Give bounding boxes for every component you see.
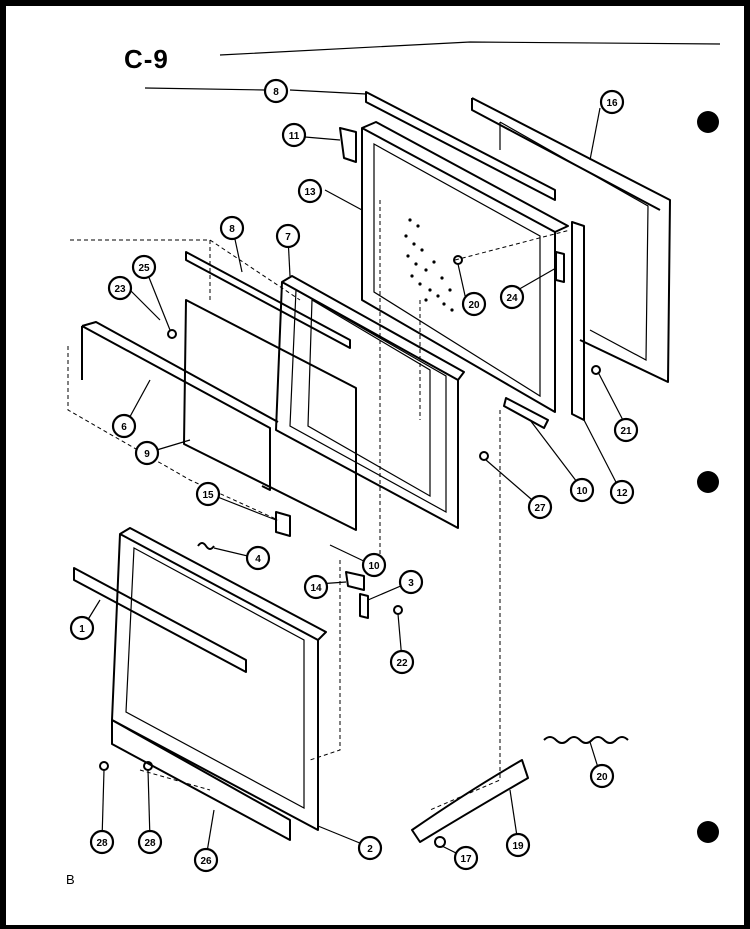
svg-text:24: 24 <box>506 293 518 304</box>
part-19-hinge-arm <box>411 759 529 843</box>
svg-text:20: 20 <box>596 772 608 783</box>
svg-text:10: 10 <box>576 486 588 497</box>
part-21-screw <box>591 365 601 375</box>
assembly-guide-lines <box>67 200 571 811</box>
callout-26: 26 <box>193 847 219 873</box>
part-8-mid-strip <box>185 251 351 349</box>
part-10-strip <box>503 397 549 429</box>
svg-text:1: 1 <box>79 624 85 635</box>
callout-1: 1 <box>69 615 95 641</box>
leader-line <box>144 87 266 91</box>
callout-17: 17 <box>453 845 479 871</box>
callout-13: 13 <box>297 178 323 204</box>
callout-6: 6 <box>111 413 137 439</box>
part-9-glass-pane <box>183 299 357 531</box>
svg-text:3: 3 <box>408 578 414 589</box>
part-11-bracket <box>339 127 357 163</box>
part-28-screw <box>99 761 109 771</box>
part-15-latch <box>275 511 291 537</box>
svg-text:25: 25 <box>138 263 150 274</box>
callout-9-left: 9 <box>134 440 160 466</box>
callout-7: 7 <box>275 223 301 249</box>
svg-text:15: 15 <box>202 490 214 501</box>
callout-8-top: 8 <box>263 78 289 104</box>
svg-text:20: 20 <box>468 300 480 311</box>
svg-text:17: 17 <box>460 854 472 865</box>
callout-22: 22 <box>389 649 415 675</box>
svg-text:4: 4 <box>255 554 261 565</box>
svg-text:28: 28 <box>144 838 156 849</box>
scan-artifact-line <box>219 41 721 56</box>
svg-text:28: 28 <box>96 838 108 849</box>
part-22-screw <box>393 605 403 615</box>
part-14-bracket <box>345 571 365 591</box>
svg-text:12: 12 <box>616 488 628 499</box>
callout-27: 27 <box>527 494 553 520</box>
part-20-spring <box>543 736 629 744</box>
svg-text:8: 8 <box>273 87 279 98</box>
page-letter: B <box>66 872 75 887</box>
callout-10-right: 10 <box>569 477 595 503</box>
part-8-top-trim <box>289 89 556 201</box>
registration-dot <box>697 471 719 493</box>
callout-20-spring: 20 <box>589 763 615 789</box>
callout-8-mid: 8 <box>219 215 245 241</box>
callout-28-a: 28 <box>89 829 115 855</box>
part-6-front-trim <box>81 321 279 491</box>
part-3-clip <box>359 593 369 619</box>
part-7-middle-frame <box>275 275 465 529</box>
callout-28-b: 28 <box>137 829 163 855</box>
svg-text:19: 19 <box>512 841 524 852</box>
part-13-window-panel <box>361 121 569 413</box>
diagram-code: C-9 <box>124 44 169 74</box>
part-12-channel <box>571 221 585 421</box>
callout-12: 12 <box>609 479 635 505</box>
svg-text:26: 26 <box>200 856 212 867</box>
part-25-screw <box>167 329 177 339</box>
callout-20-top: 20 <box>461 291 487 317</box>
part-26-bottom-strip <box>111 719 291 841</box>
part-24-slot <box>555 251 565 283</box>
registration-dot <box>697 111 719 133</box>
svg-text:13: 13 <box>304 187 316 198</box>
svg-text:23: 23 <box>114 284 126 295</box>
part-4-spring <box>197 542 215 550</box>
callout-10-mid: 10 <box>361 552 387 578</box>
callout-16: 16 <box>599 89 625 115</box>
callout-19: 19 <box>505 832 531 858</box>
part-16-back-frame <box>471 97 671 383</box>
registration-dot <box>697 821 719 843</box>
svg-text:10: 10 <box>368 561 380 572</box>
svg-text:9: 9 <box>144 449 150 460</box>
svg-text:16: 16 <box>606 98 618 109</box>
callout-15: 15 <box>195 481 221 507</box>
callout-4: 4 <box>245 545 271 571</box>
svg-text:7: 7 <box>285 232 291 243</box>
callout-24: 24 <box>499 284 525 310</box>
perforation-pattern <box>404 218 454 312</box>
callout-14: 14 <box>303 574 329 600</box>
callout-3: 3 <box>398 569 424 595</box>
svg-text:22: 22 <box>396 658 408 669</box>
callouts: 8 16 11 13 8 7 20 24 23 25 6 9 21 10 12 … <box>69 78 639 873</box>
callout-21: 21 <box>613 417 639 443</box>
callout-23: 23 <box>107 275 133 301</box>
svg-text:2: 2 <box>367 844 373 855</box>
svg-text:14: 14 <box>310 583 322 594</box>
svg-text:8: 8 <box>229 224 235 235</box>
part-2-outer-door <box>73 527 327 831</box>
svg-text:11: 11 <box>289 131 300 142</box>
part-1-handle <box>73 567 247 673</box>
part-17-pin <box>434 836 446 848</box>
svg-text:6: 6 <box>121 422 127 433</box>
part-27-screw <box>479 451 489 461</box>
svg-text:21: 21 <box>620 426 632 437</box>
callout-11: 11 <box>281 122 307 148</box>
callout-2: 2 <box>357 835 383 861</box>
svg-text:27: 27 <box>534 503 546 514</box>
callout-25: 25 <box>131 254 157 280</box>
